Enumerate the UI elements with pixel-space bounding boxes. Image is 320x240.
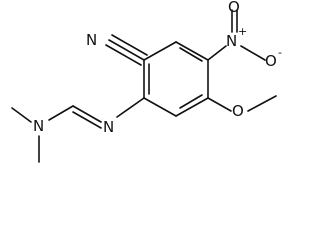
ring-bond xyxy=(175,97,209,117)
chain-bond xyxy=(11,107,32,123)
nitrile-bond xyxy=(111,34,148,56)
nitro-bond xyxy=(240,45,266,61)
chain-bond xyxy=(72,105,102,123)
nitro-nitrogen-label: N xyxy=(226,32,237,50)
ring-double-bond xyxy=(179,94,203,109)
methoxy-group: O xyxy=(207,95,277,120)
methoxy-oxygen-label: O xyxy=(232,102,244,120)
nitro-group: N + O O - xyxy=(207,0,282,70)
chemical-structure: N N + O O - O N N xyxy=(11,0,282,163)
nitro-bond xyxy=(207,45,227,61)
ring-double-bond xyxy=(179,47,203,62)
ring-bond xyxy=(143,97,177,117)
amidine-chain: N N xyxy=(11,97,145,163)
methoxy-bond xyxy=(207,97,232,112)
nitro-right-oxygen-label: O xyxy=(265,52,277,70)
nitro-negative-charge: - xyxy=(278,46,282,59)
nitrile-bond xyxy=(105,44,142,66)
amine-nitrogen-label: N xyxy=(33,117,44,135)
chain-bond xyxy=(116,97,145,118)
ring-bond xyxy=(143,41,177,61)
nitrile-nitrogen-label: N xyxy=(86,31,97,49)
nitro-positive-charge: + xyxy=(238,25,247,38)
nitrile-group: N xyxy=(86,31,148,66)
chain-bond xyxy=(72,111,102,129)
imine-nitrogen-label: N xyxy=(103,118,114,136)
nitro-top-oxygen-label: O xyxy=(228,0,240,16)
nitrile-bond xyxy=(108,39,145,61)
chain-bond xyxy=(48,105,74,121)
methoxy-bond xyxy=(247,95,277,112)
benzene-ring xyxy=(143,41,209,117)
ring-bond xyxy=(175,41,209,61)
